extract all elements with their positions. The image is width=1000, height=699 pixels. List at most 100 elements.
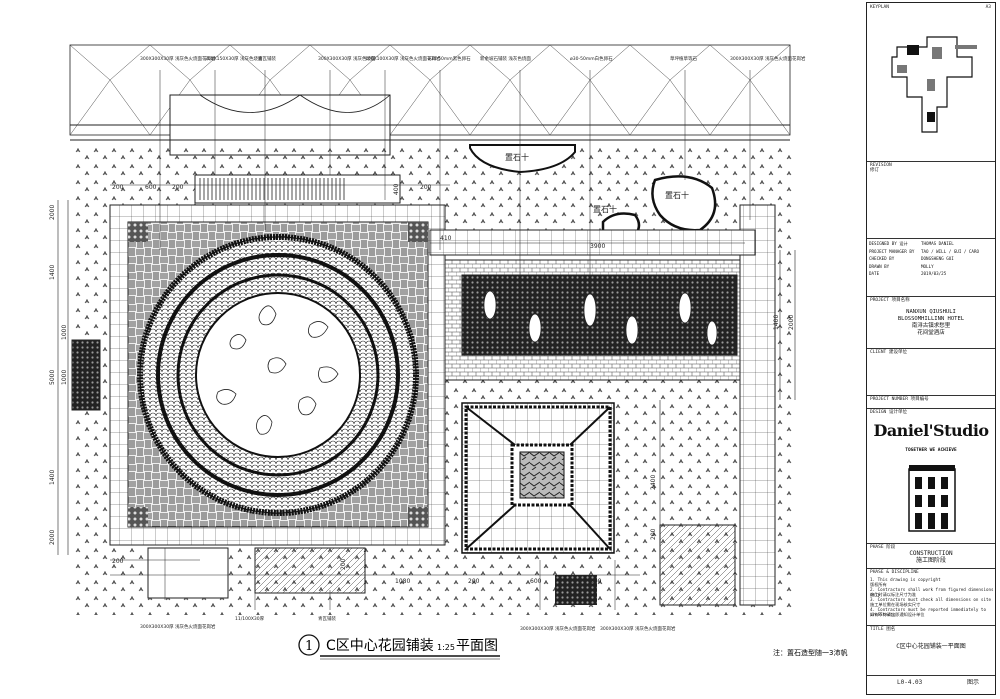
corner-pebble-topleft [128, 222, 148, 242]
callout-bottom-1: 300X300X30厚 浅灰色火烧面花岗岩 [140, 623, 216, 630]
revision-label: REVISION [870, 163, 892, 168]
stone-label-3: 置石十 [593, 204, 617, 214]
disclaimer-line-6: 施工单位需在现场核实尺寸 [870, 602, 921, 607]
design-label: DESIGN 设计单位 [870, 410, 907, 415]
drawing-number: L0-4.03 [897, 679, 923, 686]
dim-bottom-2: 200 [340, 558, 347, 570]
callout-top-2: 200X150X30厚 浅灰色烧面 [205, 55, 263, 62]
dim-left-2: 1400 [49, 265, 56, 280]
callout-bottom-3: 青瓦铺装 [318, 615, 336, 622]
title-number: 1 [305, 639, 313, 654]
drawing-title: 1 C区中心花园铺装 1:25 平面图 [298, 634, 500, 660]
callout-top-9: 草坪植草等石 [670, 55, 697, 62]
bottom-steps [254, 547, 366, 594]
stone-label-2: 置石十 [665, 190, 689, 200]
keyplan-diagram [891, 36, 977, 133]
dim-top-1: 200 [112, 184, 124, 191]
project-en-2: BLOSSOMHILLINN HOTEL [897, 316, 965, 322]
bottom-left-pad [147, 547, 229, 599]
revision-cn: 修订 [870, 168, 879, 173]
dim-top-3: 200 [172, 184, 184, 191]
callout-top-5: 100X100X30厚 浅灰色火烧面花岗岩 [365, 55, 441, 62]
callout-top-6: ø30-50mm黑色卵石 [428, 55, 471, 62]
pebble-band [444, 259, 756, 381]
callout-top-10: 300X300X30厚 浅灰色火烧面花岗岩 [730, 55, 806, 62]
callout-bottom-4: 300X300X30厚 浅灰色火烧面花岗岩 [520, 625, 596, 632]
project-number-label: PROJECT NUMBER 项目编号 [870, 397, 929, 402]
dim-top-2: 600 [145, 184, 157, 191]
phase-en: CONSTRUCTION [909, 550, 953, 557]
disclaimer-line-5: 3. Contractors must check all dimensions… [870, 597, 992, 602]
callout-bottom-2: 11/100X30厚 [235, 616, 265, 622]
title-text: C区中心花园铺装 [326, 638, 434, 654]
phase-cn: 施工图阶段 [915, 557, 946, 564]
corner-pebble-bottomleft [128, 507, 148, 527]
title-label: TITLE 图名 [870, 627, 896, 632]
callout-top-1: 300X300X30厚 浅灰色火烧面花岗岩 [140, 55, 216, 62]
callout-top-4: 300X300X30厚 浅灰色烧面 [318, 55, 376, 62]
dim-bottom-5: 600 [530, 578, 542, 585]
disclaimer-line-1: 1. This drawing is copyright [870, 577, 941, 582]
dim-left-1: 2000 [49, 205, 56, 220]
callout-top-7: 新余坡石铺装 浅灰色烧面 [480, 55, 531, 62]
client-label: CLIENT 建设单位 [870, 350, 907, 355]
dim-left-5: 2000 [49, 530, 56, 545]
dim-right-2: 2000 [788, 315, 795, 330]
pyramid-feature [461, 402, 615, 554]
dim-right-1: 1400 [773, 315, 780, 330]
studio-tagline: TOGETHER WE ACHIEVE [905, 448, 957, 453]
callout-top-3: 青瓦铺装 [258, 55, 276, 62]
keyplan-label: KEYPLAN [870, 5, 889, 10]
right-walk [739, 204, 776, 606]
corner-pebble-bottomright [408, 507, 428, 527]
corner-pebble-topright [408, 222, 428, 242]
dim-left-3: 5000 [49, 370, 56, 385]
bottom-pebble [555, 575, 597, 605]
entry-steps [194, 174, 401, 204]
dimension-lines [57, 184, 796, 576]
studio-logo: Daniel'Studio [873, 421, 989, 440]
title-suffix: 平面图 [456, 638, 498, 654]
disclaimer-line-8: 如有不符请立即通知设计单位 [870, 612, 925, 617]
callout-leaders [159, 70, 751, 610]
dim-top-6: 410 [440, 235, 452, 242]
drawing-note: 注：置石造型随一3沛帆 [773, 648, 847, 657]
disclaimer-line-7: 4. Contractors must be reported immediat… [870, 607, 986, 618]
building-icon [908, 465, 956, 532]
dim-top-4: 200 [420, 184, 432, 191]
dim-bottom-4: 200 [468, 578, 480, 585]
callout-top-8: ø30-50mm白色卵石 [570, 55, 613, 62]
title-scale: 1:25 [437, 643, 455, 652]
dim-middle-1: 2400 [650, 475, 657, 490]
dim-bottom-3: 1080 [395, 578, 410, 585]
dim-top-7: 3900 [590, 243, 605, 250]
disclaimer-line-4: 施工时请以标注尺寸为准 [870, 592, 917, 597]
project-cn-2: 花间堂酒店 [917, 330, 945, 336]
sheet-label: 图示 [967, 679, 980, 686]
dim-top-5: 400 [393, 183, 400, 195]
dim-left-inner-2: 1000 [61, 370, 68, 385]
callout-bottom-5: 300X300X30厚 浅灰色火烧面花岗岩 [600, 625, 676, 632]
building-roof [69, 44, 791, 156]
dim-left-4: 1400 [49, 470, 56, 485]
circular-plaza [109, 204, 446, 546]
phase-label: PHASE 阶段 [870, 545, 896, 550]
disclaimer-line-2: 版权所有 [870, 582, 887, 587]
project-cn-1: 南浔古镇求愁里 [911, 323, 951, 329]
left-pebble-strip [71, 339, 101, 411]
project-en-1: NANXUN QIUSHULI [906, 309, 956, 315]
dim-bottom-1: 200 [112, 558, 124, 565]
keyplan-code: A3 [985, 5, 991, 10]
right-planter [659, 524, 736, 606]
disclaimer-label: PHASE & DISCIPLINE [870, 570, 919, 575]
sheet-title: C区中心花园铺装一平面图 [896, 643, 966, 650]
disclaimer-line-3: 2. Contractors shall work from figured d… [870, 587, 994, 598]
site-plan-drawing: 300X300X30厚 浅灰色火烧面花岗岩 200X150X30厚 浅灰色烧面 … [49, 44, 847, 660]
